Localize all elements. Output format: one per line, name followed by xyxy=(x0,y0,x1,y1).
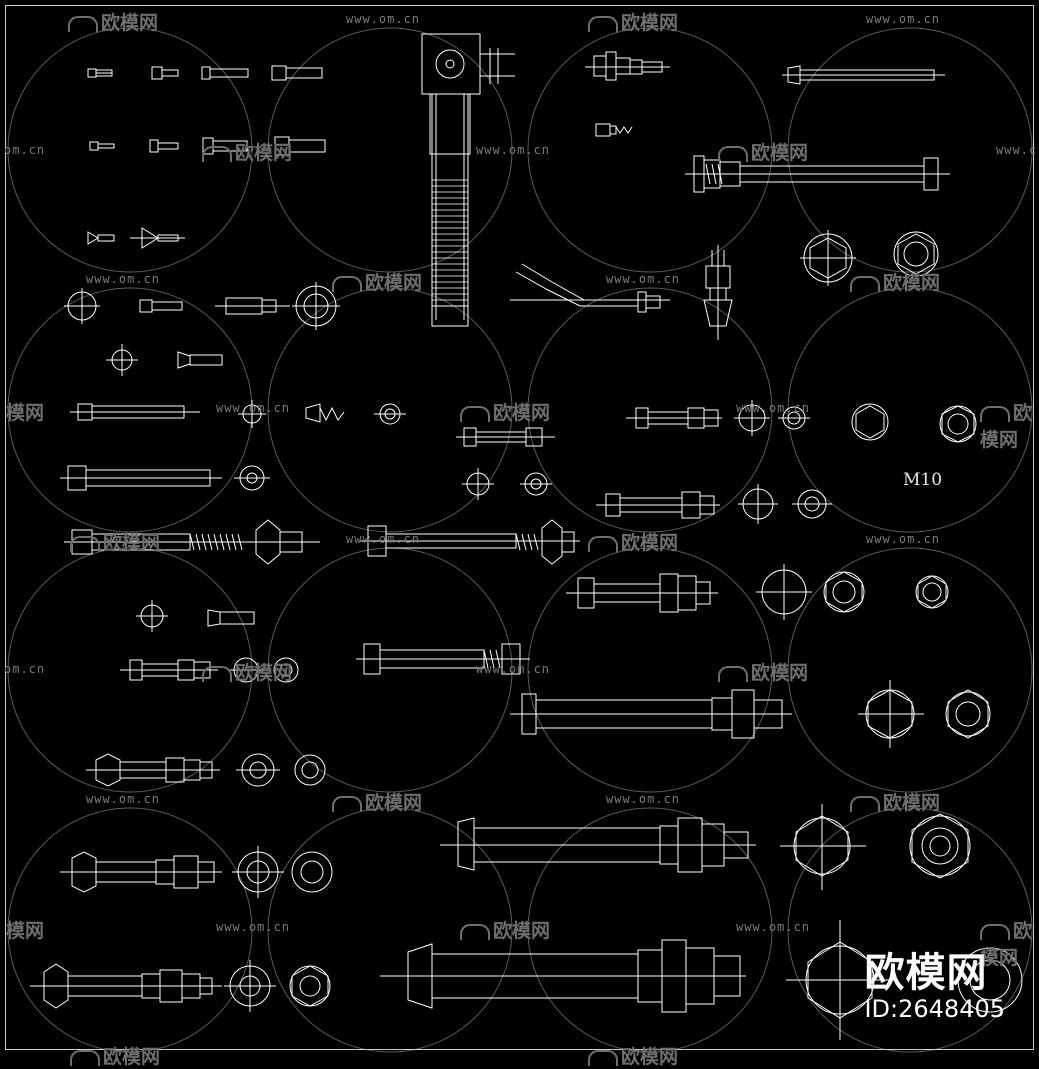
watermark-logo: 欧模网 xyxy=(460,916,550,943)
watermark-logo: 欧模网 xyxy=(202,658,292,685)
sofa-logo-icon xyxy=(718,665,748,682)
sofa-logo-icon xyxy=(460,923,490,940)
sofa-logo-icon xyxy=(850,275,880,292)
watermark-url: www.om.cn xyxy=(216,920,291,934)
row-9-bolts xyxy=(30,920,1023,1040)
watermark-logo: 欧模网 xyxy=(332,268,422,295)
row-6-bolts xyxy=(120,643,991,748)
watermark-url: www.om.cn xyxy=(346,12,421,26)
watermark-logo: 欧模网 xyxy=(332,788,422,815)
row-3-bolts xyxy=(60,400,406,491)
nuts-top-right xyxy=(800,230,939,286)
watermark-logo: 欧模网 xyxy=(588,528,678,555)
anchor-bolt-vertical xyxy=(421,33,515,327)
drawing-frame xyxy=(5,5,1034,1050)
row-5-bolts xyxy=(136,564,949,632)
sofa-logo-icon xyxy=(460,405,490,422)
watermark-url: www.om.cn xyxy=(736,401,811,415)
watermark-url: www.om.cn xyxy=(606,272,681,286)
sofa-logo-icon xyxy=(332,275,362,292)
sofa-logo-icon xyxy=(718,145,748,162)
watermark-url: www.c xyxy=(996,143,1038,157)
sofa-logo-icon xyxy=(68,15,98,32)
brand-stamp: 欧模网 ID:2648405 xyxy=(864,951,1005,1023)
watermark-logo: 欧模网 xyxy=(718,138,808,165)
watermark-url: www.om.cn xyxy=(216,401,291,415)
watermark-url: www.om.cn xyxy=(736,920,811,934)
watermark-logo: 欧模网 xyxy=(202,138,292,165)
watermark-logo: 欧模网 xyxy=(850,788,940,815)
watermark-logo: 欧模网 xyxy=(718,658,808,685)
watermark-logo: 欧模网 xyxy=(850,268,940,295)
sofa-logo-icon xyxy=(980,405,1010,422)
watermark-url: www.om.cn xyxy=(86,272,161,286)
threaded-rod-bolts xyxy=(64,519,580,565)
sofa-logo-icon xyxy=(980,923,1010,940)
sofa-logo-icon xyxy=(588,15,618,32)
watermark-url: www.om.cn xyxy=(86,792,161,806)
watermark-logo: 欧模网 xyxy=(980,402,1033,451)
watermark-logo: 欧模网 xyxy=(588,8,678,35)
expansion-anchor xyxy=(703,245,733,340)
watermark-logo: 欧模网 xyxy=(70,528,160,555)
sofa-logo-icon xyxy=(850,795,880,812)
watermark-url: om.cn xyxy=(4,143,46,157)
watermark-url: www.om.cn xyxy=(866,12,941,26)
watermark-url: www.om.cn xyxy=(346,532,421,546)
bent-anchor-bolt xyxy=(510,263,670,313)
row-2-screws xyxy=(64,282,340,376)
sofa-logo-icon xyxy=(588,535,618,552)
row-7-bolts xyxy=(86,753,326,787)
watermark-logo: 欧模网 xyxy=(70,1042,160,1069)
brand-id: ID:2648405 xyxy=(864,995,1005,1023)
watermark-url: www.om.cn xyxy=(606,792,681,806)
brand-name: 欧模网 xyxy=(864,950,988,996)
watermark-logo: 欧模网 xyxy=(588,1042,678,1069)
watermark-logo: 模网 xyxy=(6,920,45,942)
watermark-url: om.cn xyxy=(4,662,46,676)
middle-small-bolts xyxy=(456,427,555,500)
top-middle-screws xyxy=(585,51,945,137)
sofa-logo-icon xyxy=(70,1049,100,1066)
watermark-url: www.om.cn xyxy=(476,143,551,157)
row-8-bolts xyxy=(60,804,971,898)
watermark-logo: 欧模网 xyxy=(460,398,550,425)
watermark-url: www.om.cn xyxy=(476,662,551,676)
sofa-logo-icon xyxy=(202,665,232,682)
watermark-logo: 模网 xyxy=(6,402,45,424)
sofa-logo-icon xyxy=(202,145,232,162)
sofa-logo-icon xyxy=(588,1049,618,1066)
dimension-label-m10: M10 xyxy=(903,470,943,490)
watermark-logo: 欧模网 xyxy=(68,8,158,35)
watermark-logo: 欧模网 xyxy=(980,920,1033,969)
long-hex-bolt-1 xyxy=(685,155,950,193)
right-middle-bolts xyxy=(596,400,977,524)
watermark-url: www.om.cn xyxy=(866,532,941,546)
sofa-logo-icon xyxy=(70,535,100,552)
sofa-logo-icon xyxy=(332,795,362,812)
